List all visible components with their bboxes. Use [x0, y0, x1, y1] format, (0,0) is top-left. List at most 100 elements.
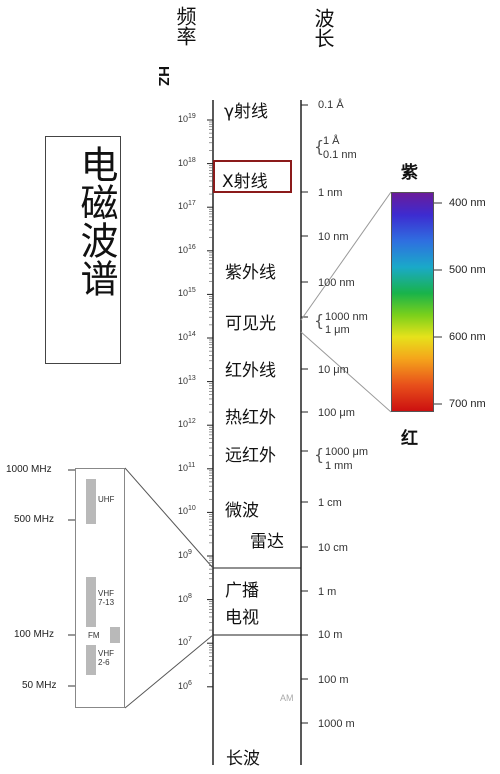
frequency-tick-label: 1016	[178, 244, 196, 255]
wavelength-label: 100 nm	[318, 277, 355, 289]
spectrum-tick-label: 400 nm	[449, 197, 486, 209]
page-title: 电磁波谱	[74, 145, 118, 297]
uhf-label: UHF	[98, 495, 115, 504]
band-long-wave: 长波	[226, 749, 260, 769]
frequency-tick-label: 108	[178, 593, 192, 604]
wavelength-label: 1000 μm	[325, 446, 369, 458]
band-xray: X射线	[222, 172, 268, 192]
mhz-label: 500 MHz	[14, 514, 55, 525]
frequency-exponent: 9	[188, 549, 192, 556]
brace-angstrom: {	[314, 137, 324, 156]
frequency-exponent: 14	[188, 331, 196, 338]
frequency-tick-label: 1012	[178, 418, 196, 429]
frequency-exponent: 11	[188, 461, 196, 469]
wavelength-label: 100 m	[318, 674, 349, 686]
wavelength-ticks	[301, 104, 308, 724]
frequency-base: 10	[178, 462, 189, 473]
fm-bar	[110, 627, 120, 643]
mhz-label: 100 MHz	[14, 629, 55, 640]
wavelength-label: 1 mm	[325, 460, 353, 472]
brace-micron: {	[314, 311, 324, 330]
band-microwave: 微波	[225, 501, 259, 521]
fm-label: FM	[88, 631, 100, 640]
mhz-label: 50 MHz	[22, 680, 57, 691]
frequency-base: 10	[178, 375, 189, 386]
spectrum-tick-label: 700 nm	[449, 398, 486, 410]
frequency-exponent: 7	[188, 636, 192, 644]
wavelength-label: 10 m	[318, 629, 343, 641]
wavelength-label: 1 Å	[323, 135, 340, 147]
wavelength-label: 10 cm	[318, 542, 348, 554]
radio-connector-top	[124, 467, 214, 569]
red-label: 红	[401, 429, 418, 449]
vhf-high-label: VHF 7-13	[98, 589, 115, 607]
wavelength-label: 0.1 Å	[318, 99, 344, 111]
vhf-low-bar	[86, 645, 96, 675]
brace-mm: {	[314, 445, 324, 464]
band-tv: 电视	[225, 608, 259, 628]
frequency-base: 10	[178, 680, 189, 691]
frequency-tick-label: 1018	[178, 157, 196, 168]
frequency-base: 10	[178, 114, 189, 124]
frequency-tick-label: 1015	[178, 287, 196, 298]
frequency-tick-label: 1019	[178, 113, 196, 124]
wavelength-header: 波长	[311, 8, 335, 48]
frequency-exponent: 6	[188, 679, 192, 687]
frequency-tick-label: 107	[178, 636, 192, 647]
frequency-ticks	[207, 119, 213, 688]
spectrum-tick-label: 500 nm	[449, 264, 486, 276]
frequency-exponent: 15	[188, 287, 196, 295]
wavelength-label: 1 cm	[318, 497, 342, 509]
band-radar: 雷达	[250, 532, 284, 552]
frequency-tick-label: 1014	[178, 331, 196, 342]
spectrum-tick-label: 600 nm	[449, 331, 486, 343]
frequency-exponent: 19	[188, 113, 196, 120]
frequency-base: 10	[178, 157, 189, 168]
frequency-tick-label: 1011	[178, 462, 195, 473]
frequency-tick-label: 106	[178, 680, 192, 691]
uhf-bar	[86, 479, 96, 524]
band-gamma: γ射线	[224, 102, 269, 122]
frequency-tick-label: 1013	[178, 375, 196, 386]
frequency-base: 10	[178, 550, 189, 560]
frequency-exponent: 8	[188, 592, 192, 600]
band-thermal: 热红外	[225, 408, 276, 428]
band-uv: 紫外线	[225, 263, 276, 283]
frequency-base: 10	[178, 419, 189, 430]
violet-label: 紫	[401, 163, 418, 183]
frequency-base: 10	[178, 201, 189, 212]
title-box: 电磁波谱	[45, 136, 121, 364]
frequency-exponent: 13	[188, 374, 196, 382]
frequency-base: 10	[178, 332, 189, 342]
vhf-high-bar	[86, 577, 96, 627]
frequency-header: 频率	[173, 6, 197, 46]
radio-detail-box: UHF VHF 7-13 FM VHF 2-6	[75, 468, 125, 708]
radio-connector-bottom	[124, 634, 214, 709]
wavelength-label: 0.1 nm	[323, 149, 357, 161]
wavelength-label: 1 nm	[318, 187, 343, 199]
wavelength-label: 1000 nm	[325, 311, 368, 323]
band-far-ir: 远红外	[225, 446, 276, 466]
am-label: AM	[280, 693, 294, 703]
wavelength-label: 1 m	[318, 586, 337, 598]
frequency-exponent: 18	[188, 156, 196, 164]
frequency-base: 10	[178, 593, 189, 604]
band-visible: 可见光	[225, 314, 276, 334]
frequency-tick-label: 1017	[178, 200, 196, 211]
wavelength-label: 1000 m	[318, 718, 355, 730]
vhf-low-label: VHF 2-6	[98, 649, 114, 667]
wavelength-label: 10 μm	[318, 364, 349, 376]
wavelength-label: 100 μm	[318, 407, 355, 419]
visible-spectrum-bar	[391, 192, 434, 412]
frequency-exponent: 16	[188, 243, 196, 251]
frequency-exponent: 12	[188, 418, 196, 426]
band-ir: 红外线	[225, 361, 276, 381]
frequency-base: 10	[178, 506, 189, 517]
frequency-tick-label: 1010	[178, 505, 196, 516]
visible-connector-top	[300, 191, 392, 321]
frequency-base: 10	[178, 288, 189, 299]
mhz-label: 1000 MHz	[6, 464, 52, 475]
wavelength-label: 1 μm	[325, 324, 350, 336]
